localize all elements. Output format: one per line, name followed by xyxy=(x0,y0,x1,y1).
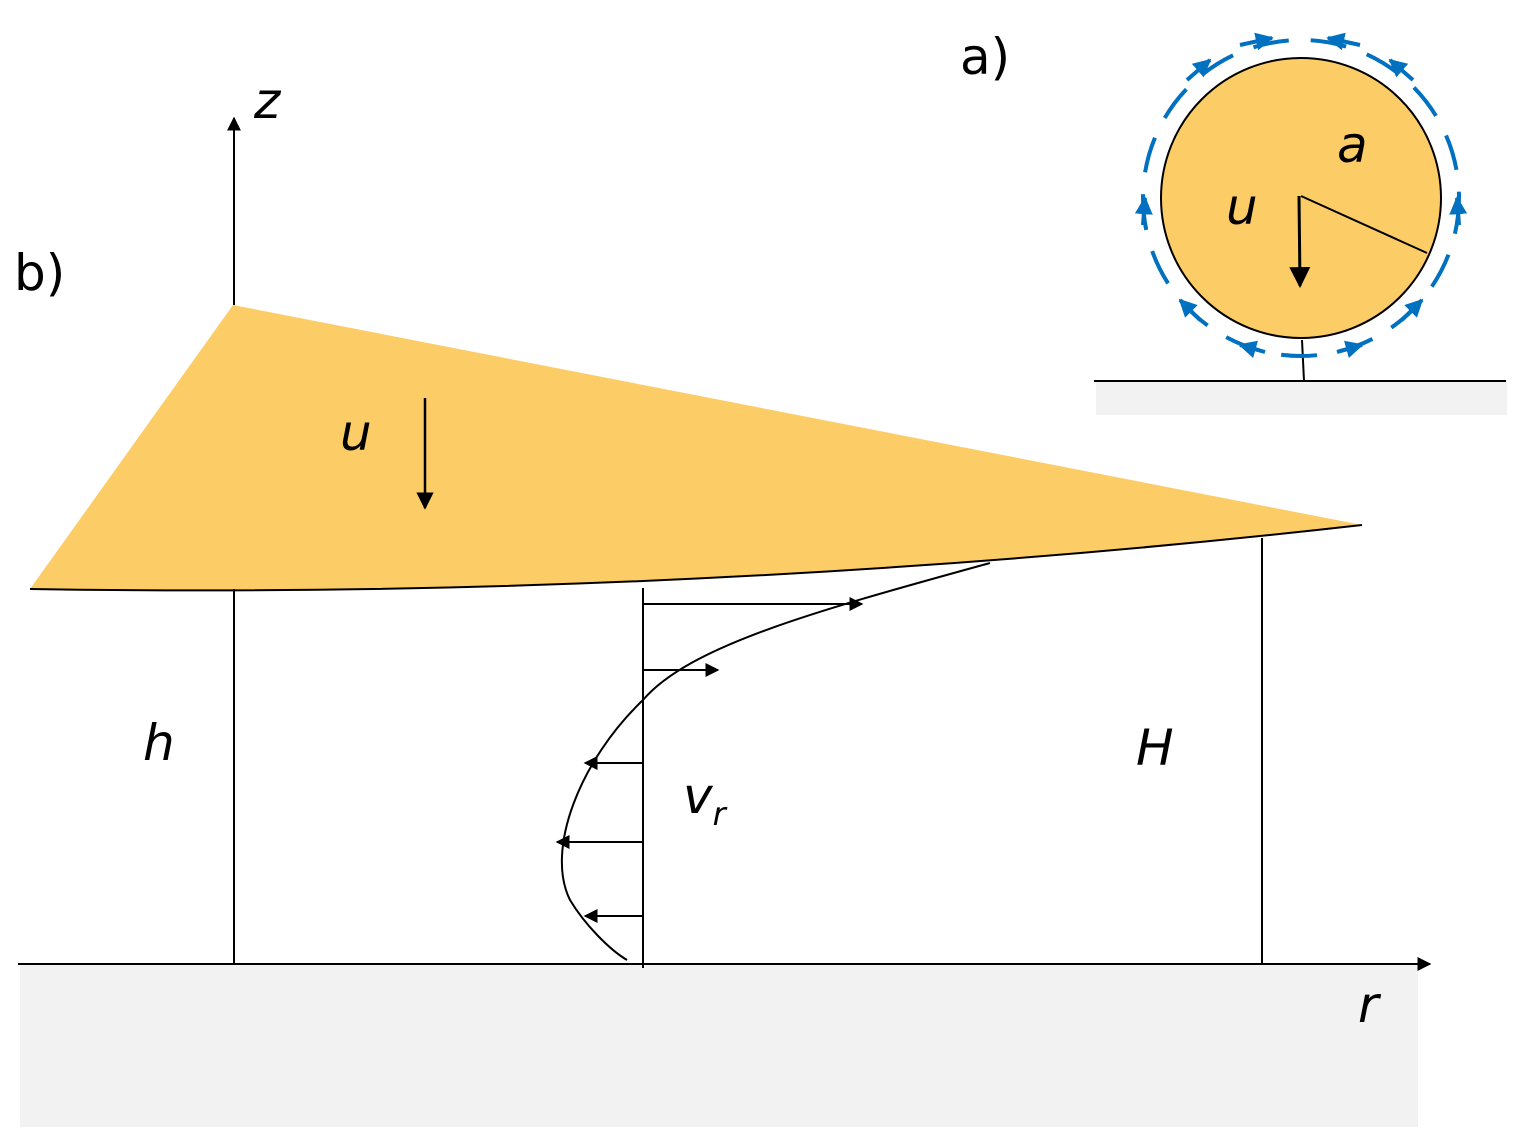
circulation-arrow xyxy=(1185,58,1212,82)
wedge-body xyxy=(30,305,1362,591)
radius-line xyxy=(1300,195,1428,254)
circulation-arrow xyxy=(1449,196,1468,226)
velocity-label-b: u xyxy=(340,404,372,462)
drop-circle xyxy=(1160,57,1442,339)
wedge-lower-surface xyxy=(29,524,1363,592)
substrate-a xyxy=(1096,382,1507,415)
gap-label-H: H xyxy=(1136,719,1174,777)
velocity-label-a: u xyxy=(1226,178,1258,236)
gap-label-h: h xyxy=(143,714,175,772)
panel-a-label: a) xyxy=(960,28,1010,86)
panel-b-label: b) xyxy=(14,244,65,302)
r-axis-label: r xyxy=(1358,976,1382,1034)
z-axis-label: z xyxy=(253,72,282,130)
circulation-arrow xyxy=(1326,32,1361,51)
circulation-arrow xyxy=(1178,298,1202,322)
radial-velocity-label: vr xyxy=(683,767,728,833)
circulation-arrow xyxy=(1400,298,1424,322)
radius-label: a xyxy=(1337,116,1368,174)
velocity-profile-curve xyxy=(561,562,991,961)
contact-gap-line xyxy=(1301,339,1305,382)
velocity-arrow-a xyxy=(1289,195,1311,289)
circulation-arrow xyxy=(1239,32,1274,51)
circulation-arrow xyxy=(1388,58,1415,82)
circulation-arrow xyxy=(1238,340,1266,359)
substrate-b xyxy=(20,965,1418,1127)
circulation-arrow xyxy=(1134,196,1153,226)
circulation-arrow xyxy=(1336,340,1364,359)
